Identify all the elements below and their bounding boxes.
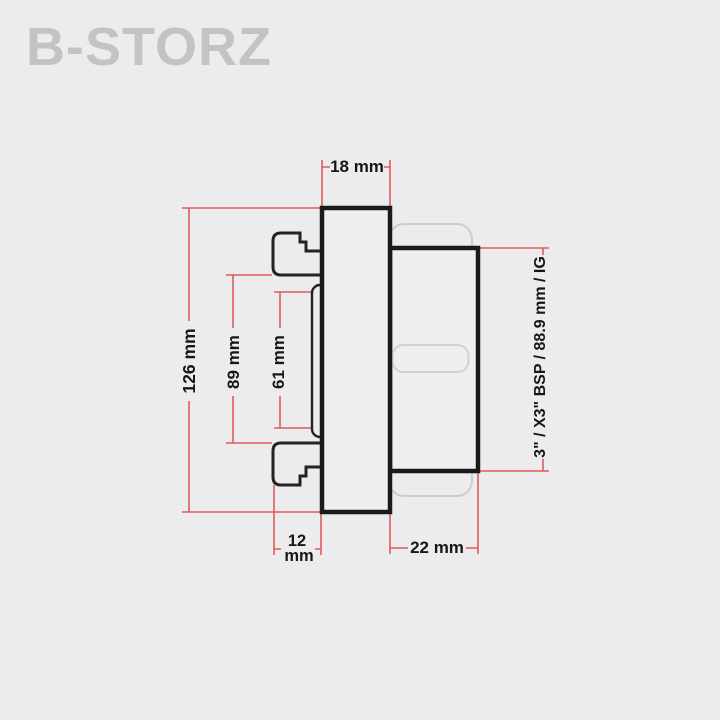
label-bg-61mm <box>269 328 290 396</box>
dimension-label-126mm: 126 mm <box>179 328 199 393</box>
flange-outline <box>319 205 393 515</box>
dimension-label-thread-spec: 3" / X3" BSP / 88.9 mm / IG <box>532 256 549 458</box>
label-bg-126mm <box>180 321 201 401</box>
threaded-body-outline <box>387 245 481 474</box>
dimension-label-12mm-value: 12 <box>288 532 306 550</box>
thread-relief-slot <box>391 344 470 373</box>
dimension-label-18mm: 18 mm <box>330 157 384 176</box>
label-bg-89mm <box>224 328 245 396</box>
dimension-label-12mm-unit: mm <box>284 547 313 565</box>
bottom-lug-outline <box>271 441 326 487</box>
label-bg-thread-spec <box>529 255 550 459</box>
coupling-profile <box>271 205 481 515</box>
dimension-label-89mm: 89 mm <box>224 335 243 389</box>
label-backgrounds <box>180 156 550 563</box>
label-bg-22mm <box>408 537 466 558</box>
dimension-label-22mm: 22 mm <box>410 538 464 557</box>
label-bg-18mm <box>330 156 384 176</box>
dimension-label-61mm: 61 mm <box>269 335 288 389</box>
top-lug-outline <box>271 231 326 277</box>
dimension-labels: 18 mm 126 mm 89 mm 61 mm 12 mm 22 mm 3" … <box>179 157 549 565</box>
brand-logo: B-STORZ <box>26 17 272 77</box>
label-bg-12mm <box>281 530 315 563</box>
